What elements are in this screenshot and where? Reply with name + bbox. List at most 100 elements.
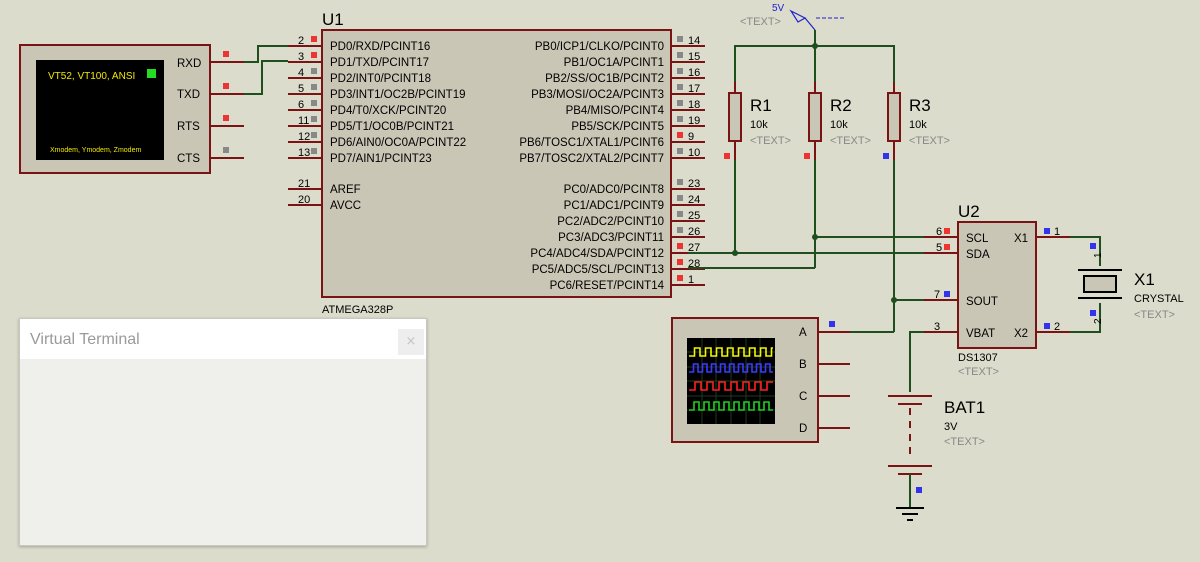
mcu-right-pins: 14PB0/ICP1/CLKO/PCINT015PB1/OC1A/PCINT11… [519, 35, 705, 292]
mcu-pin-label: PC1/ADC1/PCINT9 [564, 200, 664, 212]
resistor-text: <TEXT> [750, 135, 791, 147]
resistor-value: 10k [830, 119, 848, 131]
battery-component[interactable]: BAT1 3V <TEXT> [888, 331, 985, 521]
close-icon[interactable]: × [398, 329, 424, 355]
virtual-terminal-title: Virtual Terminal [30, 331, 140, 348]
virtual-terminal-instrument[interactable]: VT52, VT100, ANSI Xmodem, Ymodem, Zmodem… [19, 44, 244, 174]
mcu-pin-label: PB2/SS/OC1B/PCINT2 [545, 73, 664, 85]
pin-state-icon [311, 132, 317, 138]
pin-state-icon [677, 132, 683, 138]
mcu-pin-label: PB3/MOSI/OC2A/PCINT3 [531, 89, 664, 101]
pin-state-icon [677, 68, 683, 74]
pin-state-icon [916, 487, 922, 493]
power-terminal[interactable]: 5V <TEXT> [740, 3, 845, 49]
resistor-body[interactable] [887, 92, 901, 142]
pin-state-icon [311, 148, 317, 154]
mcu-pin-num: 5 [298, 83, 304, 95]
resistor-text: <TEXT> [830, 135, 871, 147]
virtual-terminal-window[interactable]: Virtual Terminal × [19, 318, 427, 546]
resistor-body[interactable] [728, 92, 742, 142]
mcu-pin-num: 21 [298, 178, 310, 190]
terminal-pin-rxd-label: RXD [177, 58, 201, 70]
uart-wires [244, 45, 288, 95]
terminal-screen [36, 60, 164, 160]
pin-state-icon [944, 244, 950, 250]
mcu-pin-label: PB5/SCK/PCINT5 [571, 121, 664, 133]
pin-state-icon [677, 259, 683, 265]
mcu-pin-label: AVCC [330, 200, 361, 212]
scope-trace-d [689, 401, 773, 411]
scope-channel-a-label: A [799, 327, 807, 339]
pin-state-icon [1044, 323, 1050, 329]
pin-state-icon [677, 275, 683, 281]
rtc-pin-num: 7 [934, 289, 940, 301]
crystal-text: <TEXT> [1134, 309, 1175, 321]
mcu-pin-num: 26 [688, 226, 700, 238]
rtc-pin-num: 3 [934, 321, 940, 333]
scope-channel-c-label: C [799, 391, 807, 403]
mcu-pin-label: PC2/ADC2/PCINT10 [557, 216, 664, 228]
mcu-ref: U1 [322, 10, 344, 29]
pin-state-icon [311, 68, 317, 74]
resistor-body[interactable] [808, 92, 822, 142]
rtc-ref: U2 [958, 202, 980, 221]
rtc-pin-num: 6 [936, 226, 942, 238]
battery-ref: BAT1 [944, 398, 985, 417]
mcu-pin-num: 14 [688, 35, 700, 47]
crystal-component[interactable]: 1 2 X1 CRYSTAL <TEXT> [1070, 236, 1184, 333]
resistor-value: 10k [909, 119, 927, 131]
rtc-pin-label: SCL [966, 233, 989, 245]
pin-state-icon [311, 100, 317, 106]
battery-text: <TEXT> [944, 436, 985, 448]
ds1307-chip[interactable]: U2 DS1307 <TEXT> 6 SCL 5 SDA 7 SOUT 3 VB… [924, 202, 1070, 378]
pin-state-icon [677, 227, 683, 233]
mcu-pin-num: 6 [298, 99, 304, 111]
rtc-pin-label: SDA [966, 249, 990, 261]
pin-state-icon [883, 153, 889, 159]
mcu-pin-label: PD4/T0/XCK/PCINT20 [330, 105, 446, 117]
rtc-pin-num: 1 [1054, 226, 1060, 238]
terminal-pin-rts-label: RTS [177, 121, 200, 133]
pin-state-icon [804, 153, 810, 159]
pin-state-icon [1090, 310, 1096, 316]
mcu-pin-num: 17 [688, 83, 700, 95]
pin-state-icon [223, 147, 229, 153]
terminal-pin-cts-label: CTS [177, 153, 200, 165]
mcu-pin-num: 13 [298, 147, 310, 159]
mcu-pin-label: PB0/ICP1/CLKO/PCINT0 [535, 41, 664, 53]
resistor-ref: R3 [909, 96, 931, 115]
terminal-footer-text: Xmodem, Ymodem, Zmodem [50, 147, 141, 154]
mcu-pin-num: 25 [688, 210, 700, 222]
rtc-pin-label: VBAT [966, 328, 995, 340]
oscilloscope-instrument[interactable]: A B C D [671, 317, 850, 443]
mcu-pin-num: 2 [298, 35, 304, 47]
pin-state-icon [944, 228, 950, 234]
rtc-part: DS1307 [958, 352, 998, 364]
pin-state-icon [223, 83, 229, 89]
pin-state-icon [311, 52, 317, 58]
terminal-pin-txd-label: TXD [177, 89, 200, 101]
pin-state-icon [677, 52, 683, 58]
mcu-pin-num: 3 [298, 51, 304, 63]
virtual-terminal-header[interactable]: Virtual Terminal × [20, 319, 426, 359]
pin-state-icon [677, 179, 683, 185]
mcu-pin-label: PD7/AIN1/PCINT23 [330, 153, 432, 165]
power-label: 5V [772, 3, 785, 14]
crystal-pin2: 2 [1093, 318, 1104, 324]
mcu-pin-label: PB7/TOSC2/XTAL2/PCINT7 [519, 153, 664, 165]
mcu-pin-num: 18 [688, 99, 700, 111]
pin-state-icon [677, 84, 683, 90]
battery-value: 3V [944, 421, 958, 433]
mcu-pin-label: PB6/TOSC1/XTAL1/PCINT6 [519, 137, 664, 149]
mcu-pin-num: 15 [688, 51, 700, 63]
mcu-pin-num: 12 [298, 131, 310, 143]
mcu-pin-num: 4 [298, 67, 304, 79]
mcu-pin-num: 20 [298, 194, 310, 206]
scope-channel-b-label: B [799, 359, 807, 371]
power-text: <TEXT> [740, 16, 781, 28]
mcu-pin-num: 10 [688, 147, 700, 159]
